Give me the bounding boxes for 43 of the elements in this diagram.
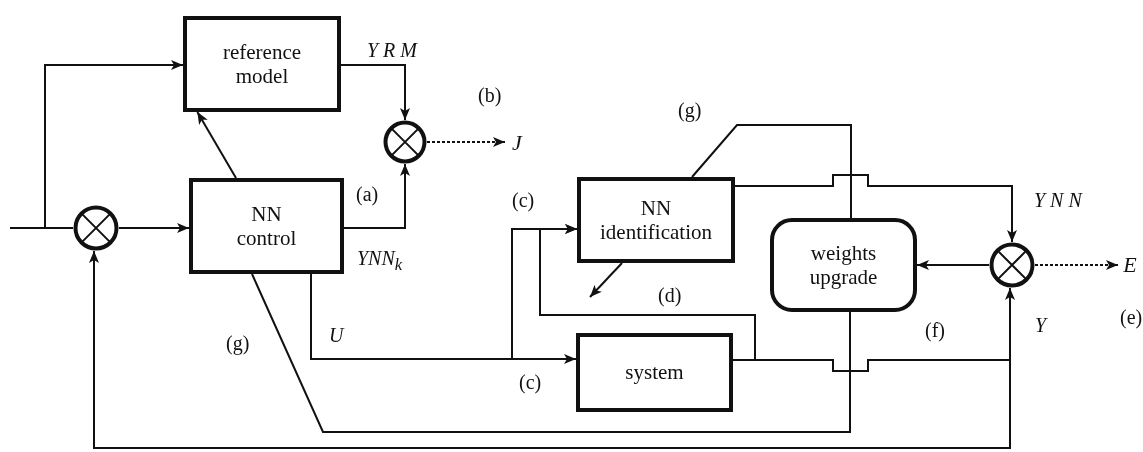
box-label: system [625, 360, 684, 385]
callout-letter: (f) [925, 320, 945, 340]
connector-line [251, 273, 851, 433]
multiplier-circle [989, 242, 1035, 288]
signal-name: Y N N [1034, 190, 1082, 210]
signal-name: J [505, 128, 529, 158]
box-label: NN control [236, 201, 297, 251]
callout-letter: (d) [658, 285, 682, 305]
callout-letter: (b) [478, 85, 502, 105]
dotted-arrow [426, 137, 506, 147]
box-label: NN identification [600, 195, 712, 245]
callout-letter: (e) [1120, 307, 1143, 327]
multiplier-circle [73, 205, 119, 251]
process-box [183, 16, 341, 112]
callout-letter: (a) [356, 184, 379, 204]
arrow [539, 224, 756, 361]
process-box [576, 333, 733, 412]
arrow [44, 60, 184, 229]
connector-line [691, 124, 852, 219]
arrow [916, 260, 990, 270]
connector-line [9, 227, 74, 229]
callout-letter: (g) [226, 333, 250, 353]
box-label: reference model [222, 39, 302, 89]
process-box [577, 177, 735, 263]
signal-name: Y R M [367, 40, 417, 60]
multiplier-circle [383, 120, 427, 164]
arrow [118, 223, 190, 233]
arrow [89, 249, 1011, 449]
process-box [189, 178, 344, 274]
arrow [343, 163, 410, 229]
dotted-arrow [1034, 260, 1119, 270]
box-label: weights upgrade [809, 240, 878, 290]
arrow [734, 174, 1017, 243]
arrow [340, 64, 410, 121]
signal-name: U [329, 325, 344, 345]
arrow [196, 111, 237, 179]
signal-name: E [1118, 250, 1142, 280]
callout-letter: (c) [512, 190, 535, 210]
rounded-process-box [770, 218, 917, 312]
signal-name: YNN$_{k}$ [357, 248, 403, 274]
callout-letter: (c) [519, 372, 542, 392]
callout-letter: (g) [678, 100, 702, 120]
signal-name: Y [1035, 315, 1047, 335]
